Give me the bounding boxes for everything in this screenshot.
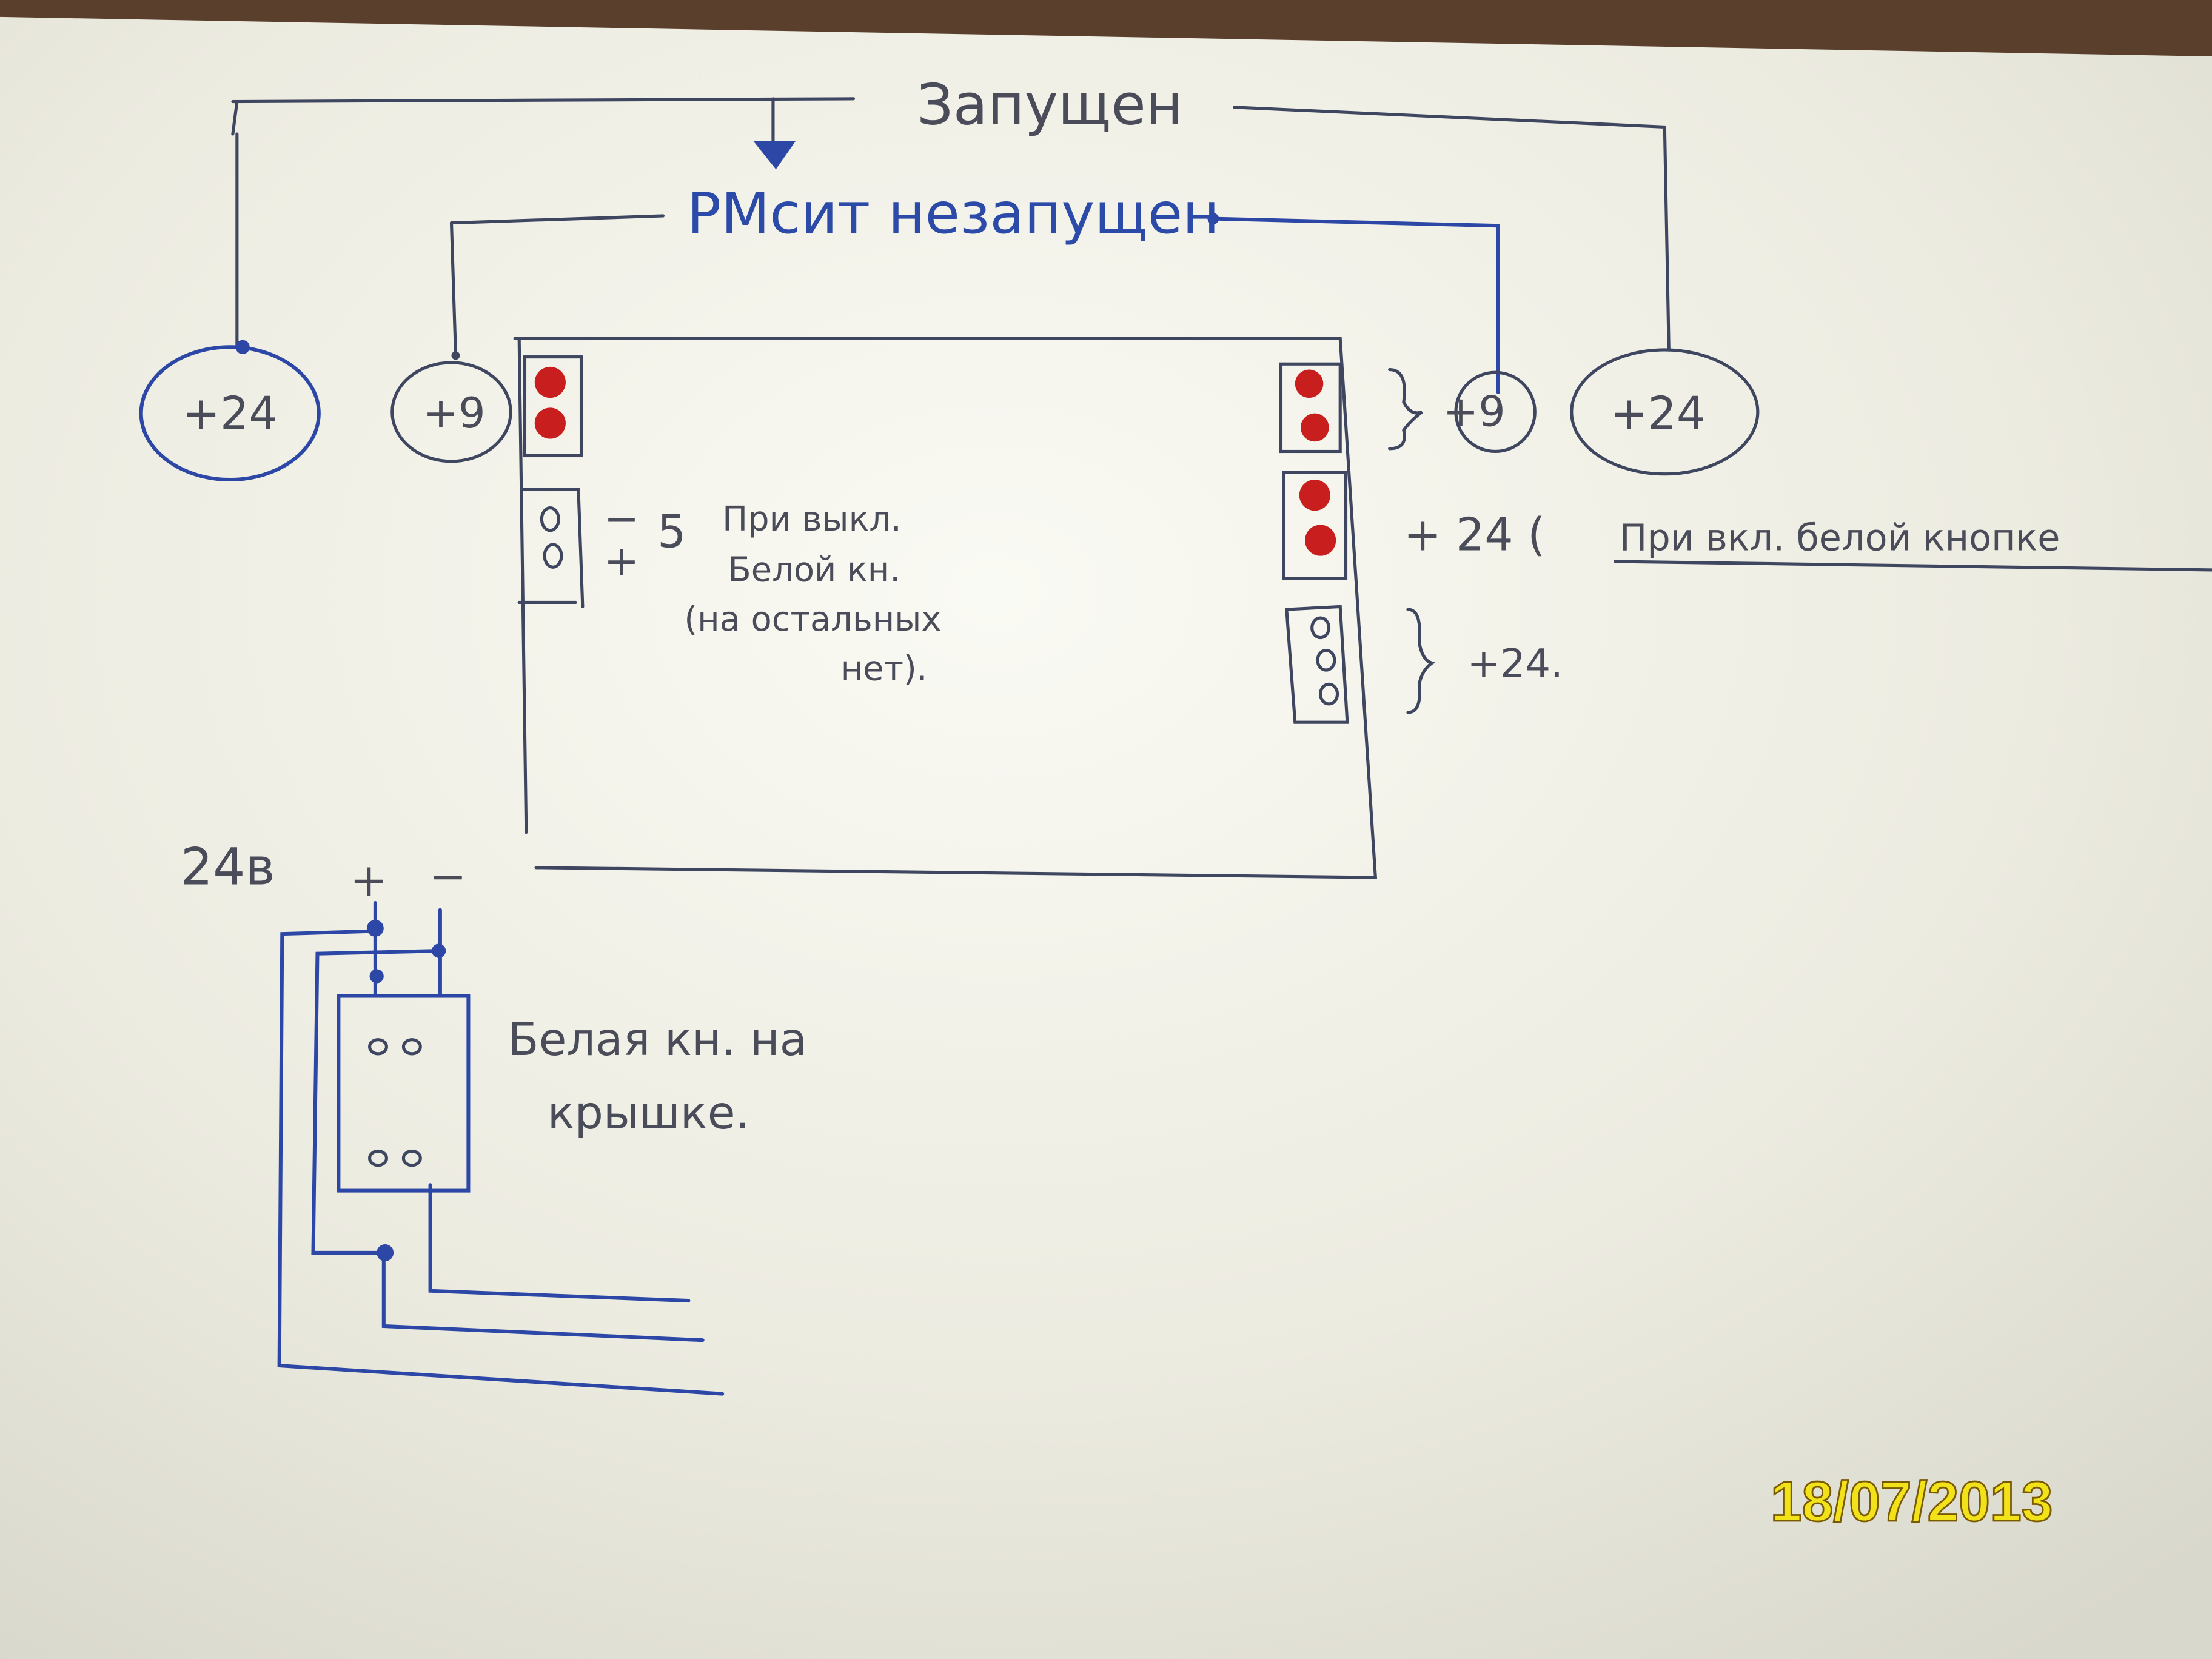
voltage-24v: 24в (181, 837, 275, 897)
terminal-label: +24 (1610, 387, 1705, 440)
note-line: Белой кн. (728, 551, 900, 590)
junction-dot (369, 969, 384, 984)
top-wiring (231, 97, 1671, 394)
paper-sheet (0, 16, 2212, 1659)
junction-dot (377, 1244, 394, 1261)
date-stamp: 18/07/2013 (1771, 1470, 2053, 1533)
power-minus: − (429, 850, 466, 902)
connector-left-5v: − + 5 При выкл. Белой кн. (на остальных … (517, 488, 941, 688)
arrow-down-icon (753, 141, 796, 170)
button-label-line: крышке. (548, 1087, 750, 1139)
red-pin (1305, 525, 1336, 556)
note-line: При выкл. (722, 500, 902, 539)
red-pin (534, 407, 566, 439)
middle-label: + 24 ( (1404, 508, 1545, 561)
terminal-label: +9 (1443, 387, 1506, 437)
note-line: нет). (841, 649, 928, 688)
red-pin (534, 366, 566, 398)
pin-plus: + (604, 537, 639, 586)
middle-note: При вкл. белой кнопке (1620, 517, 2060, 559)
terminal-left-9: +9 (390, 361, 512, 463)
junction-dot (366, 919, 384, 937)
red-pin (1299, 480, 1330, 511)
connector-right-bottom: +24. (1285, 605, 1563, 724)
red-pin (1301, 413, 1329, 442)
red-pin (1295, 369, 1324, 398)
connector-right-middle: + 24 ( При вкл. белой кнопке (1282, 471, 2212, 580)
white-button-outline (337, 994, 471, 1193)
power-supply-label: 24в + − (181, 837, 467, 907)
junction-dot (431, 943, 446, 958)
note-line: (на остальных (684, 600, 941, 639)
voltage-5: 5 (657, 506, 686, 558)
connector-right-top (1279, 362, 1342, 454)
terminal-right-9: +9 (1388, 367, 1537, 454)
junction-dot (451, 351, 460, 360)
pin-minus: − (604, 494, 639, 543)
label-not-started: РМсит незапущен (687, 181, 1219, 246)
power-plus: + (350, 854, 387, 907)
junction-dot (1207, 213, 1219, 224)
underline (1614, 560, 2212, 572)
button-wiring: Белая кн. на крышке. (277, 900, 808, 1396)
connector-left-top (523, 355, 583, 458)
label-started: Запущен (917, 72, 1182, 138)
terminal-label: +9 (423, 389, 486, 438)
terminal-right-24: +24 (1570, 348, 1760, 476)
terminal-left-24: +24 (139, 345, 321, 482)
bottom-label: +24. (1467, 642, 1563, 687)
button-label-line: Белая кн. на (508, 1013, 808, 1066)
board-outline (513, 337, 1378, 879)
terminal-label: +24 (183, 387, 278, 440)
